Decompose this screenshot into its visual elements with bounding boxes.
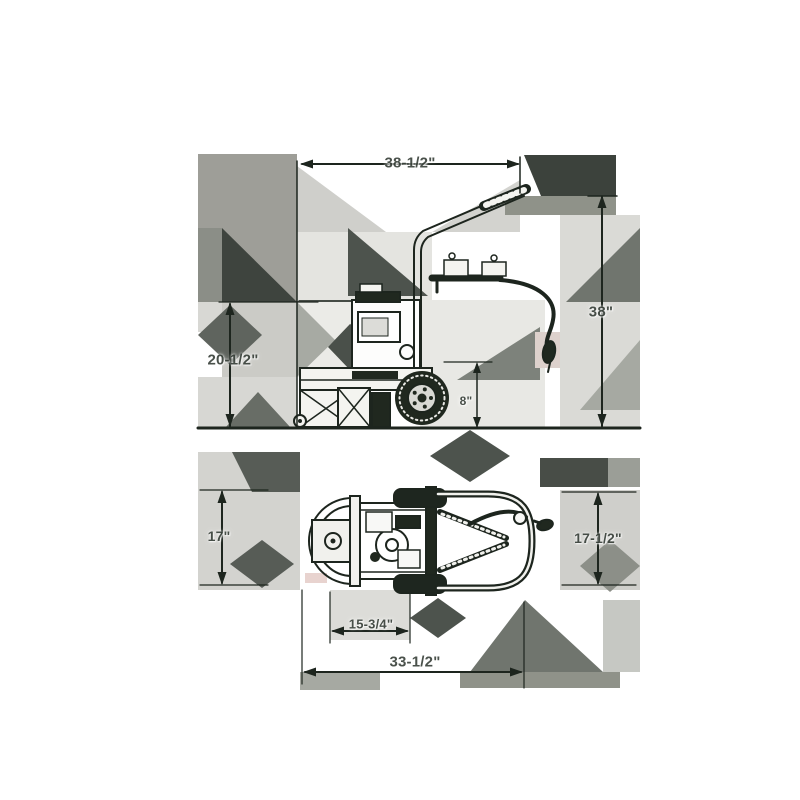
pressure-washer-top-view bbox=[308, 486, 554, 596]
dim-overall-height bbox=[587, 195, 618, 427]
dimension-label-body-height: 20-1/2" bbox=[207, 351, 259, 369]
dimension-label-overall-height: 38" bbox=[588, 303, 614, 321]
dimension-label-overall-length: 38-1/2" bbox=[384, 154, 436, 172]
dimension-label-overall-length-top: 33-1/2" bbox=[389, 653, 441, 671]
dimension-label-frame-length: 15-3/4" bbox=[348, 616, 394, 632]
dim-overall-width bbox=[561, 491, 637, 586]
dim-overall-length bbox=[296, 156, 521, 428]
dimension-label-wheel-diameter: 8" bbox=[459, 394, 473, 408]
pressure-washer-side-view bbox=[293, 184, 557, 428]
dim-body-height bbox=[218, 301, 319, 427]
dimension-label-overall-width: 17-1/2" bbox=[574, 530, 622, 546]
dim-frame-length bbox=[329, 591, 411, 644]
dim-body-width bbox=[199, 489, 269, 586]
dim-base-length bbox=[301, 589, 525, 689]
dim-wheel-diameter bbox=[443, 361, 493, 428]
dimension-label-body-width: 17" bbox=[207, 528, 231, 544]
dimension-lines bbox=[199, 156, 637, 689]
side-wheel bbox=[395, 371, 449, 425]
